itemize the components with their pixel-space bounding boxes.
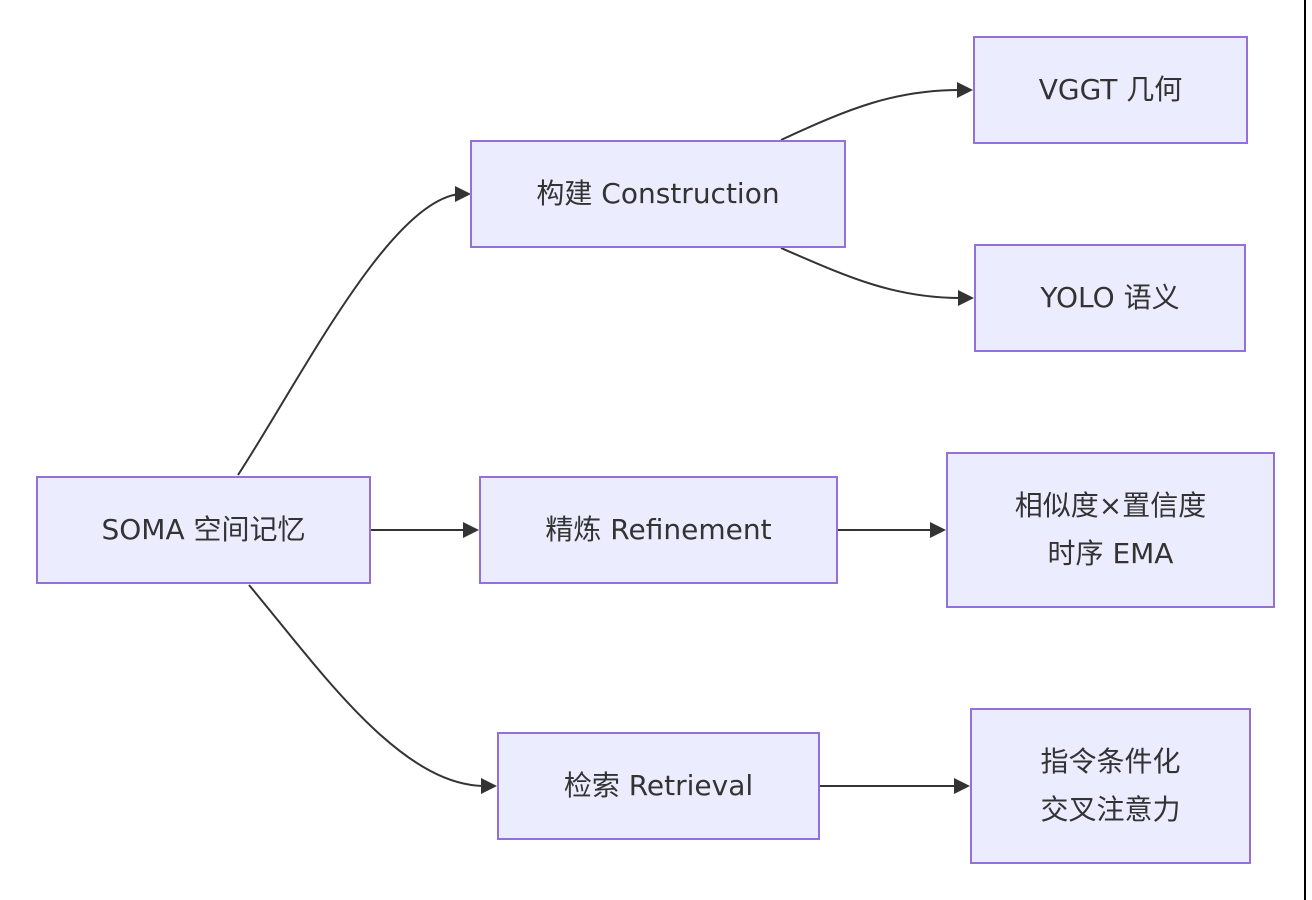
node-vggt-geometry: VGGT 几何 xyxy=(973,36,1248,144)
edge-soma-retrieval xyxy=(248,584,485,787)
node-ema-line1: 相似度×置信度 xyxy=(1014,489,1207,522)
node-soma-label: SOMA 空间记忆 xyxy=(101,513,306,546)
node-construction-label: 构建 Construction xyxy=(536,177,780,210)
arrowhead-ema xyxy=(930,522,946,538)
arrowhead-retrieval xyxy=(481,778,497,794)
node-retrieval-label: 检索 Retrieval xyxy=(563,769,754,802)
node-similarity-confidence-ema: 相似度×置信度 时序 EMA xyxy=(946,452,1275,608)
node-retrieval: 检索 Retrieval xyxy=(497,732,820,840)
arrowhead-yolo xyxy=(958,290,974,306)
node-construction: 构建 Construction xyxy=(470,140,846,248)
arrowhead-attention xyxy=(954,778,970,794)
node-yolo-semantics: YOLO 语义 xyxy=(974,244,1246,352)
node-refinement-label: 精炼 Refinement xyxy=(545,513,772,546)
node-refinement: 精炼 Refinement xyxy=(479,476,838,584)
node-instruction-cross-attention: 指令条件化 交叉注意力 xyxy=(970,708,1251,864)
edge-construction-vggt xyxy=(780,89,961,141)
node-attention-line1: 指令条件化 xyxy=(1040,745,1181,778)
node-attention-line2: 交叉注意力 xyxy=(1040,793,1181,826)
node-yolo-label: YOLO 语义 xyxy=(1040,281,1180,314)
page-right-border xyxy=(1304,0,1306,900)
arrowhead-vggt xyxy=(957,82,973,98)
edge-soma-construction xyxy=(237,193,461,476)
arrowhead-construction xyxy=(455,186,471,202)
node-ema-line2: 时序 EMA xyxy=(1047,537,1174,570)
node-soma-spatial-memory: SOMA 空间记忆 xyxy=(36,476,371,584)
arrowhead-refinement xyxy=(463,522,479,538)
node-vggt-label: VGGT 几何 xyxy=(1038,73,1183,106)
edge-construction-yolo xyxy=(780,247,962,299)
